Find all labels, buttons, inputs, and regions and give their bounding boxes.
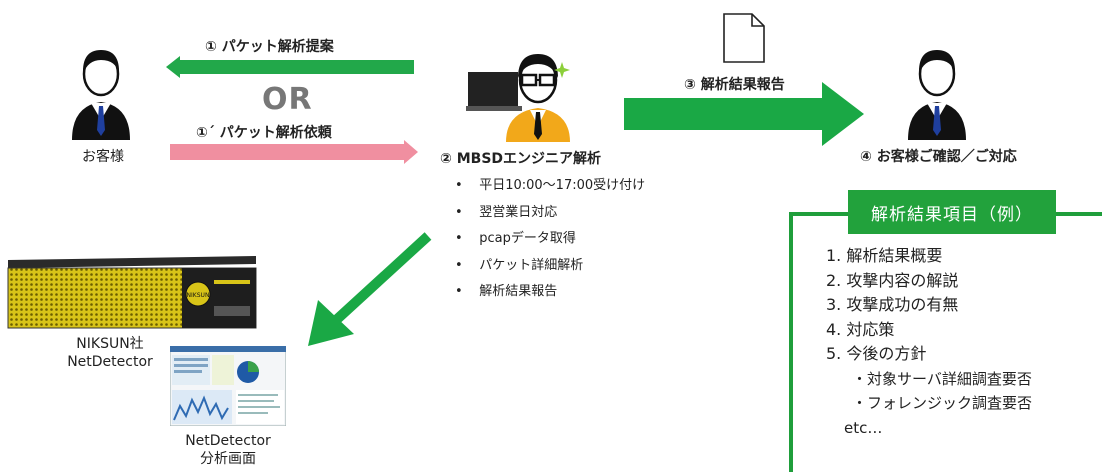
niksun-logo-text: NIKSUN [187, 292, 210, 299]
results-subitem: ・対象サーバ詳細調査要否 [852, 369, 1032, 388]
customer-action-person-icon [908, 50, 966, 140]
results-item: 2. 攻撃内容の解説 [826, 270, 959, 290]
engineer-person-icon [466, 54, 570, 142]
report-arrow-label: ③ 解析結果報告 [684, 77, 785, 93]
screen-label-line2: 分析画面 [200, 451, 256, 467]
results-item: 3. 攻撃成功の有無 [826, 295, 959, 314]
engineer-bullet-item: • 平日10:00～17:00受け付け [455, 178, 646, 193]
proposal-arrow [166, 56, 414, 78]
to-device-arrow [308, 232, 432, 346]
device-label: NIKSUN社 NetDetector [64, 335, 156, 371]
results-list: 1. 解析結果概要 2. 攻撃内容の解説 3. 攻撃成功の有無 4. 対応策 5… [826, 244, 1032, 440]
request-arrow [170, 140, 418, 164]
screen-label-line1: NetDetector [185, 433, 271, 449]
engineer-bullet-item: • パケット詳細解析 [455, 257, 584, 273]
results-title: 解析結果項目（例） [848, 190, 1056, 234]
report-arrow [624, 82, 864, 146]
netdetector-appliance-image: NIKSUN [7, 256, 257, 329]
device-label-line1: NIKSUN社 [76, 336, 144, 352]
engineer-bullet-item: • pcapデータ取得 [455, 231, 576, 246]
engineer-label: ② MBSDエンジニア解析 [440, 151, 602, 167]
or-text: OR [262, 82, 313, 117]
customer-action-label: ④ お客様ご確認／ご対応 [860, 149, 1017, 165]
customer-label: お客様 [82, 149, 124, 165]
engineer-bullet-item: • 解析結果報告 [455, 284, 558, 299]
device-label-line2: NetDetector [67, 354, 153, 370]
engineer-bullet-item: • 翌営業日対応 [455, 204, 558, 220]
results-item: 5. 今後の方針 [826, 344, 927, 363]
analysis-screen-image [170, 346, 286, 426]
engineer-bullet-list: • 平日10:00～17:00受け付け • 翌営業日対応 • pcapデータ取得… [455, 172, 645, 305]
request-arrow-label: ①´ パケット解析依頼 [196, 125, 332, 141]
results-item: 4. 対応策 [826, 319, 895, 339]
proposal-arrow-label: ① パケット解析提案 [205, 39, 334, 55]
results-etc: etc… [844, 418, 883, 437]
document-icon [723, 13, 765, 63]
customer-person-icon [72, 50, 130, 140]
screen-label: NetDetector 分析画面 [178, 432, 278, 468]
results-item: 1. 解析結果概要 [826, 246, 943, 265]
results-subitem: ・フォレンジック調査要否 [852, 394, 1033, 412]
